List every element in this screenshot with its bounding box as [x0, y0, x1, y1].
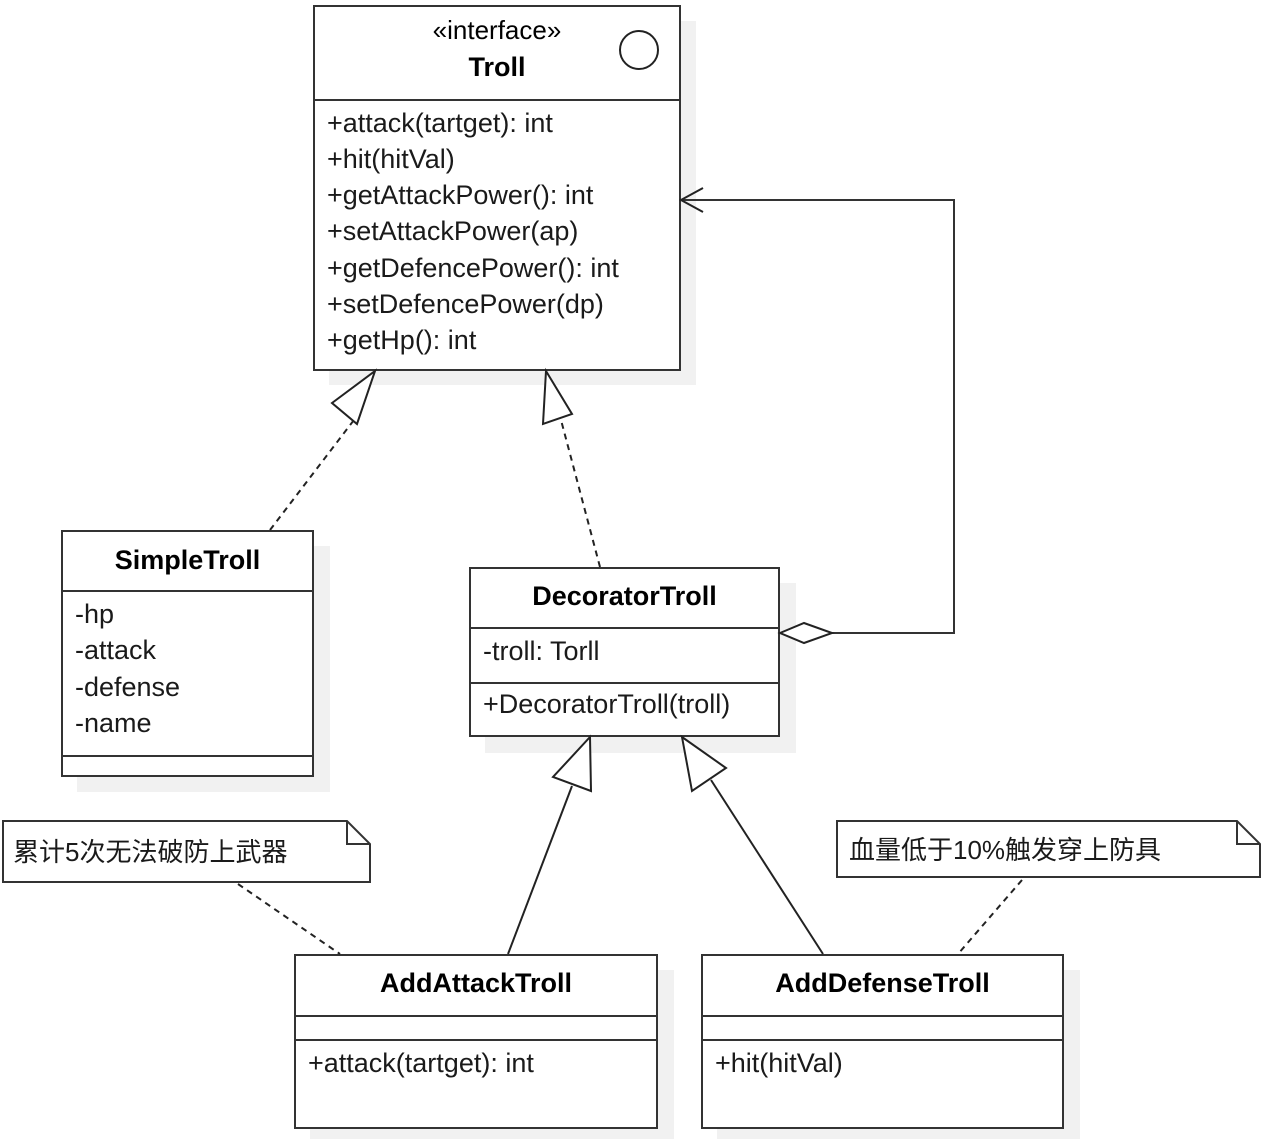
aggregation-line: [681, 199, 955, 634]
add-defense-troll-generalization-line: [710, 779, 824, 955]
simple-troll-attribute: -defense: [75, 672, 181, 702]
troll-class-name: Troll: [468, 52, 526, 82]
attack-note-text: 累计5次无法破防上武器: [13, 837, 288, 867]
troll-method: +getHp(): int: [327, 325, 477, 355]
defense-note-text: 血量低于10%触发穿上防具: [849, 835, 1162, 865]
simple-troll-realization-arrowhead-icon: [330, 368, 377, 426]
simple-troll-attributes-section: -hp -attack -defense -name: [63, 590, 312, 757]
simple-troll-attribute: -name: [75, 708, 152, 738]
add-defense-troll-attributes-section: [703, 1015, 1062, 1040]
add-attack-troll-methods-section: +attack(tartget): int: [296, 1039, 656, 1127]
aggregation-open-arrowhead-icon: [678, 187, 704, 213]
decorator-troll-class-name: DecoratorTroll: [532, 581, 717, 611]
defense-note-fold-icon: [1236, 821, 1260, 845]
aggregation-diamond-icon: [777, 621, 835, 645]
decorator-troll-realization-arrowhead-icon: [541, 367, 574, 426]
simple-troll-attribute: -attack: [75, 635, 157, 665]
troll-stereotype: «interface»: [432, 15, 562, 45]
troll-method: +getDefencePower(): int: [327, 253, 619, 283]
simple-troll-attribute: -hp: [75, 599, 115, 629]
decorator-troll-attribute: -troll: Torll: [483, 636, 600, 666]
class-troll[interactable]: «interface» Troll +attack(tartget): int …: [313, 5, 681, 371]
troll-method: +attack(tartget): int: [327, 108, 553, 138]
simple-troll-class-name: SimpleTroll: [114, 545, 261, 575]
class-add-attack-troll[interactable]: AddAttackTroll +attack(tartget): int: [294, 954, 658, 1129]
simple-troll-methods-section: [63, 755, 312, 775]
add-defense-troll-method: +hit(hitVal): [715, 1048, 843, 1078]
add-attack-troll-class-name: AddAttackTroll: [379, 968, 573, 998]
decorator-troll-method: +DecoratorTroll(troll): [483, 689, 731, 719]
add-defense-troll-generalization-arrowhead-icon: [680, 734, 728, 793]
add-attack-troll-method: +attack(tartget): int: [308, 1048, 534, 1078]
attack-note-link-line: [237, 883, 341, 955]
attack-note-fold-icon: [346, 821, 370, 845]
interface-circle-icon: [619, 30, 659, 70]
add-attack-troll-generalization-line: [507, 785, 573, 955]
simple-troll-realization-line: [269, 415, 358, 531]
class-decorator-troll[interactable]: DecoratorTroll -troll: Torll +DecoratorT…: [469, 567, 780, 737]
decorator-troll-attributes-section: -troll: Torll: [471, 627, 778, 683]
class-add-defense-troll[interactable]: AddDefenseTroll +hit(hitVal): [701, 954, 1064, 1129]
add-attack-troll-attributes-section: [296, 1015, 656, 1040]
decorator-troll-methods-section: +DecoratorTroll(troll): [471, 682, 778, 735]
defense-note-link-line: [957, 879, 1023, 955]
defense-note-shape[interactable]: [836, 820, 1261, 878]
troll-method: +setAttackPower(ap): [327, 216, 579, 246]
decorator-troll-realization-line: [560, 419, 601, 568]
add-attack-troll-generalization-arrowhead-icon: [551, 734, 593, 793]
add-defense-troll-methods-section: +hit(hitVal): [703, 1039, 1062, 1127]
add-defense-troll-class-name: AddDefenseTroll: [775, 968, 990, 998]
class-simple-troll[interactable]: SimpleTroll -hp -attack -defense -name: [61, 530, 314, 777]
attack-note-shape[interactable]: [2, 820, 371, 883]
troll-method: +hit(hitVal): [327, 144, 455, 174]
troll-method: +setDefencePower(dp): [327, 289, 604, 319]
troll-methods-section: +attack(tartget): int +hit(hitVal) +getA…: [315, 99, 679, 369]
troll-method: +getAttackPower(): int: [327, 180, 594, 210]
